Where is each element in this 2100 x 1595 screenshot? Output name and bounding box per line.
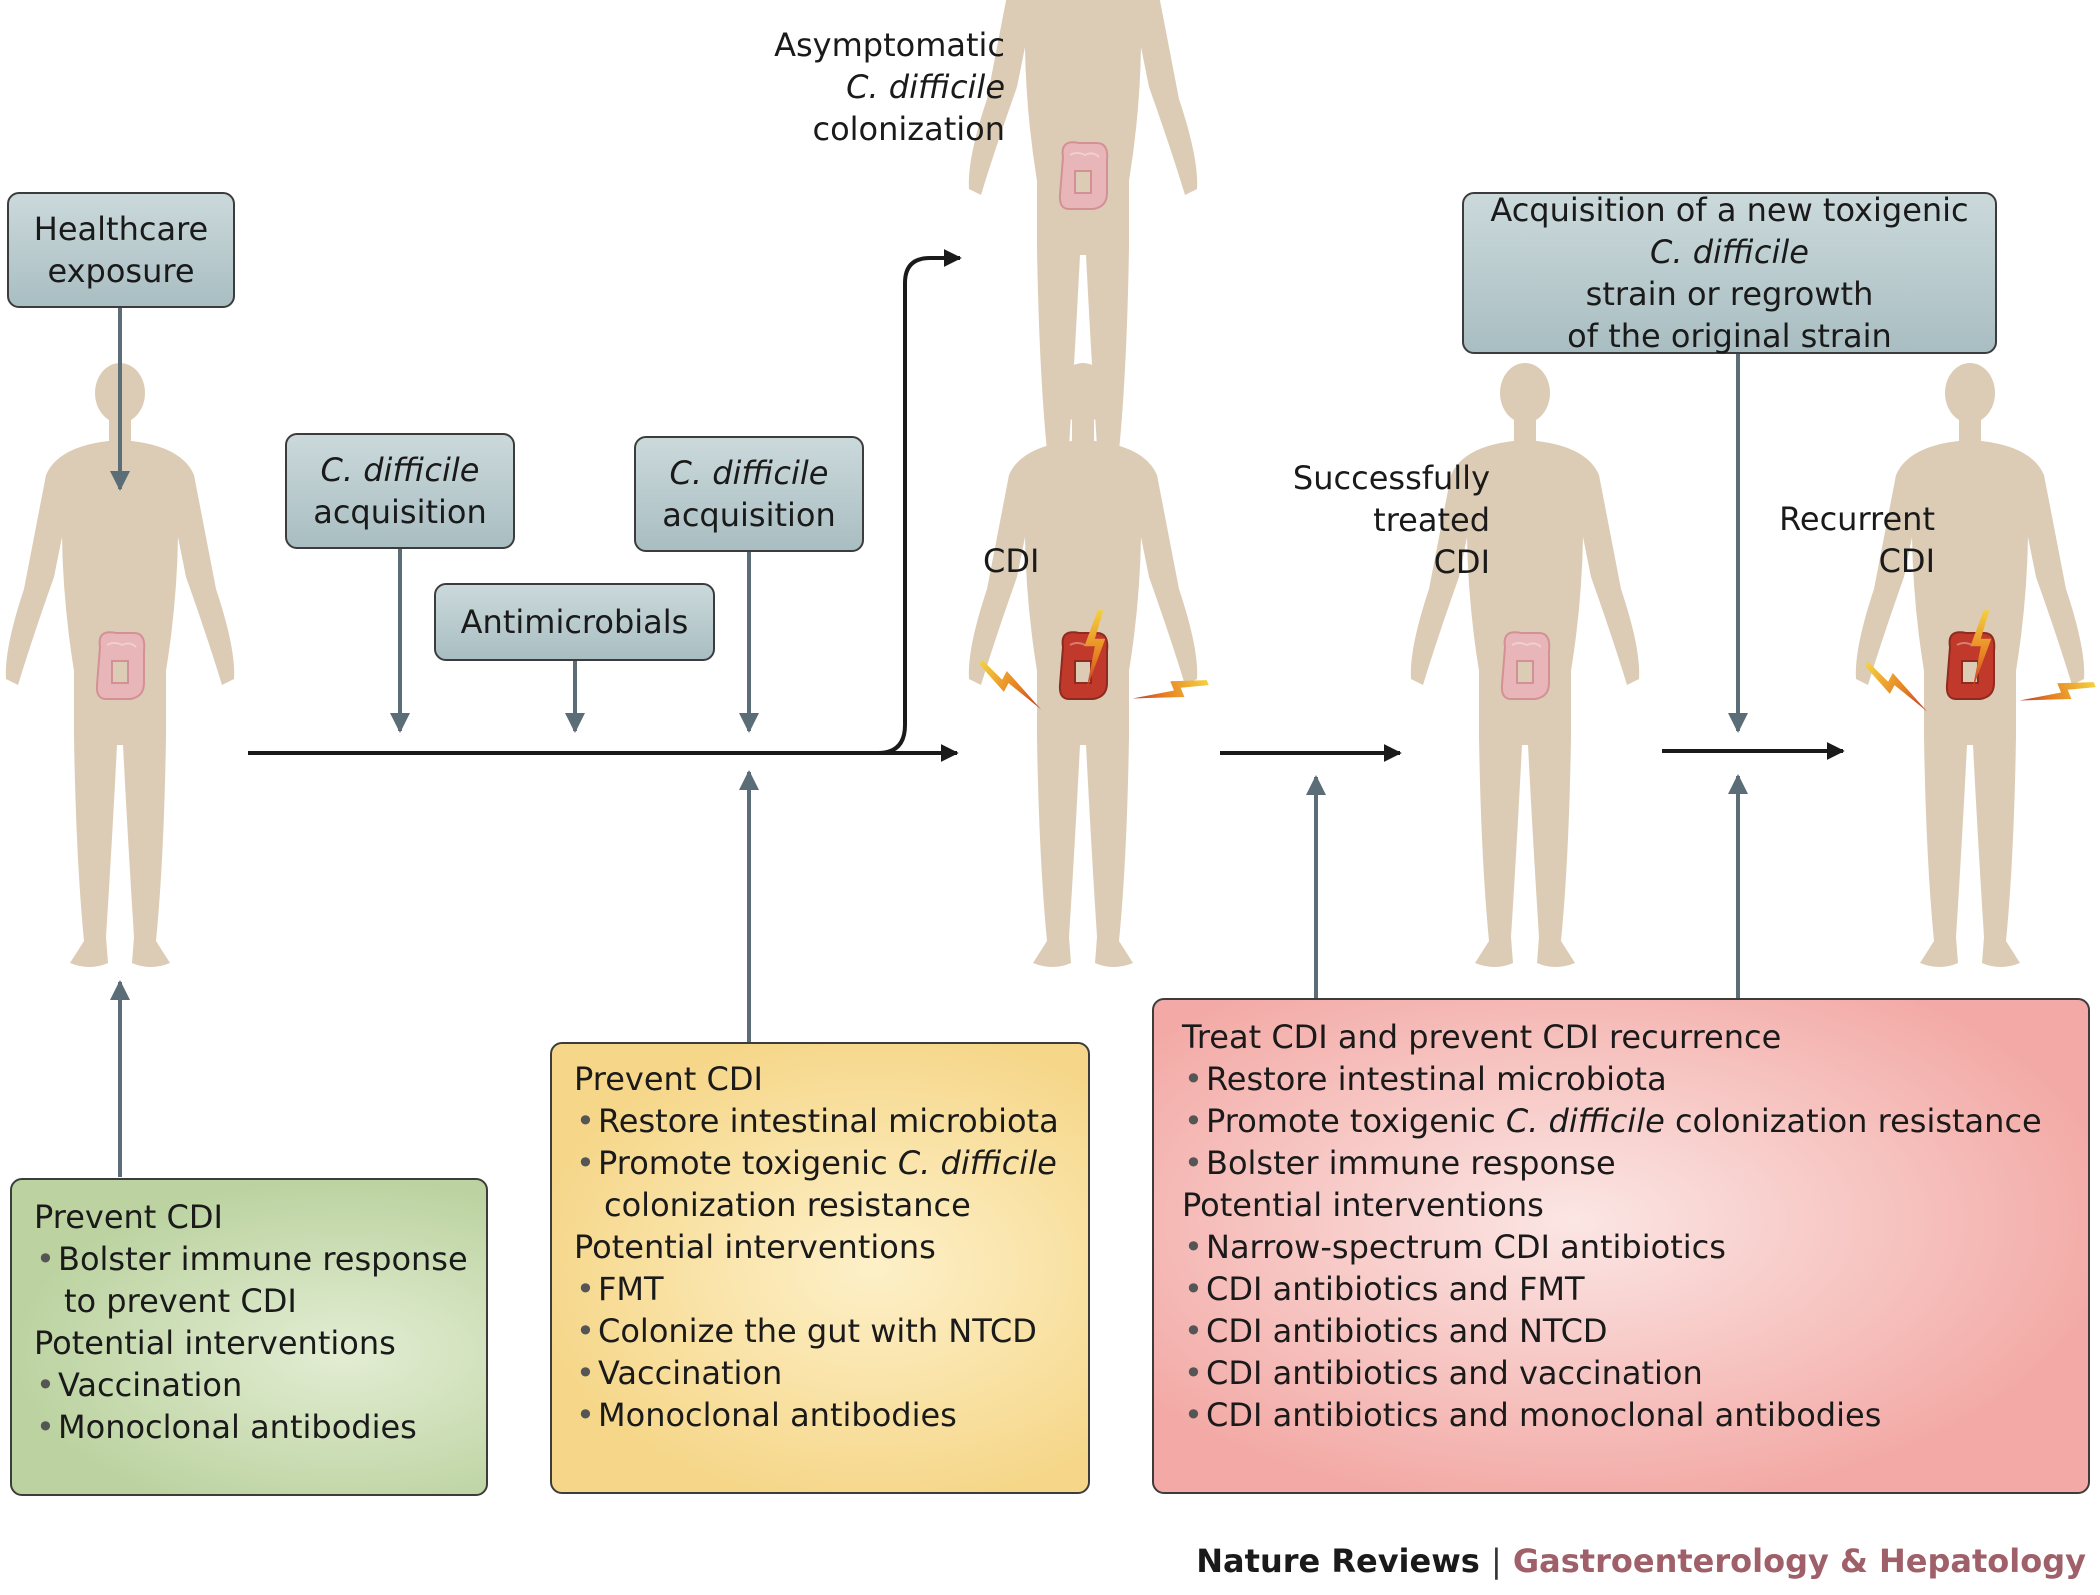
yellow-item: Colonize the gut with NTCD xyxy=(574,1310,1066,1352)
box-prevent-cdi-microbiota: Prevent CDI Restore intestinal microbiot… xyxy=(550,1042,1090,1494)
box-cdifficile-acquisition-2: C. difficile acquisition xyxy=(634,436,864,552)
yellow-bullet: Promote toxigenic C. difficile xyxy=(574,1142,1066,1184)
yellow-heading: Prevent CDI xyxy=(574,1060,763,1098)
red-item: CDI antibiotics and FMT xyxy=(1182,1268,2060,1310)
label-successfully-treated: Successfully treated CDI xyxy=(1292,459,1490,581)
box-antimicrobials: Antimicrobials xyxy=(434,583,715,661)
process-arrows xyxy=(248,249,1845,762)
arrow-to-colonization xyxy=(877,249,962,755)
label-cdi: CDI xyxy=(983,542,1040,580)
green-heading: Prevent CDI xyxy=(34,1198,223,1236)
red-heading-interventions: Potential interventions xyxy=(1182,1186,1544,1224)
credit-separator: | xyxy=(1490,1542,1502,1580)
journal-credit: Nature Reviews | Gastroenterology & Hepa… xyxy=(1196,1542,2086,1580)
yellow-item: FMT xyxy=(574,1268,1066,1310)
green-item: Monoclonal antibodies xyxy=(34,1406,464,1448)
journal-name: Gastroenterology & Hepatology xyxy=(1512,1542,2086,1580)
label-asymptomatic: Asymptomatic C. difficile colonization xyxy=(774,26,1005,148)
red-bullet: Promote toxigenic C. difficile colonizat… xyxy=(1182,1100,2060,1142)
influence-arrows xyxy=(110,308,1748,1177)
box-new-strain-acquisition: Acquisition of a new toxigenic C. diffic… xyxy=(1462,191,1997,355)
publisher-name: Nature Reviews xyxy=(1196,1542,1480,1580)
yellow-heading-interventions: Potential interventions xyxy=(574,1228,936,1266)
green-heading-interventions: Potential interventions xyxy=(34,1324,396,1362)
box-cdifficile-acquisition-1: C. difficile acquisition xyxy=(285,433,515,549)
red-heading: Treat CDI and prevent CDI recurrence xyxy=(1182,1018,1782,1056)
green-item: Vaccination xyxy=(34,1364,464,1406)
yellow-item: Vaccination xyxy=(574,1352,1066,1394)
figure-successfully-treated xyxy=(1410,363,1640,967)
red-bullet: Restore intestinal microbiota xyxy=(1182,1058,2060,1100)
figure-cdi xyxy=(968,363,1198,967)
label-recurrent-cdi: Recurrent CDI xyxy=(1779,500,1935,580)
yellow-bullet: Restore intestinal microbiota xyxy=(574,1100,1066,1142)
figure-recurrent-cdi xyxy=(1855,363,2085,967)
red-item: CDI antibiotics and vaccination xyxy=(1182,1352,2060,1394)
green-bullet-immune: Bolster immune response xyxy=(34,1238,468,1280)
yellow-item: Monoclonal antibodies xyxy=(574,1394,1066,1436)
red-item: CDI antibiotics and monoclonal antibodie… xyxy=(1182,1394,2060,1436)
box-healthcare-exposure: Healthcare exposure xyxy=(7,192,235,308)
red-item: Narrow-spectrum CDI antibiotics xyxy=(1182,1226,2060,1268)
red-item: CDI antibiotics and NTCD xyxy=(1182,1310,2060,1352)
box-prevent-cdi-immune: Prevent CDI Bolster immune response to p… xyxy=(10,1178,488,1496)
box-treat-cdi-recurrence: Treat CDI and prevent CDI recurrence Res… xyxy=(1152,998,2090,1494)
red-bullet: Bolster immune response xyxy=(1182,1142,2060,1184)
